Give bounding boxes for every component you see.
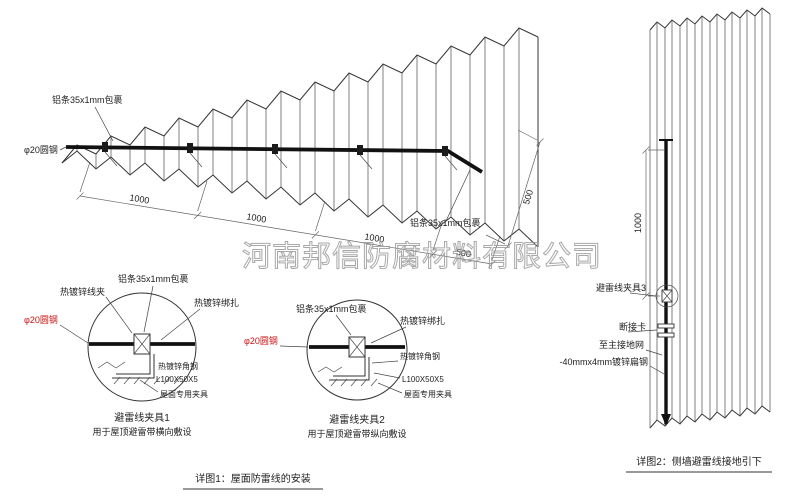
wall-label-clamp3: 避雷线夹具3 xyxy=(596,282,646,293)
detail1-leader-binding xyxy=(160,308,201,341)
detail2-roof-profile xyxy=(317,366,343,373)
detail2-leader-binding xyxy=(370,326,407,344)
wall-drawing: 1000 避雷线夹具3 断接卡 至主接地网 -40mmx4mm镀锌扁钢 xyxy=(559,7,771,429)
dimension-ticks xyxy=(485,129,544,250)
detail2-leader-angle-steel xyxy=(371,360,399,364)
detail-circle-2: 铝条35x1mm包裹 热镀锌绑扎 φ20圆钢 热镀锌角钢 L100X50X5 屋… xyxy=(244,299,452,439)
disconnect-card-plate-top xyxy=(657,323,675,329)
detail2-leader-roof-clamp xyxy=(377,382,403,394)
wire-clamp xyxy=(187,143,193,153)
detail1-leader-roof-clamp xyxy=(139,379,159,393)
detail2-label-round-steel: φ20圆钢 xyxy=(244,335,278,346)
wall-leader-flat-steel xyxy=(649,365,665,375)
detail1-label-angle-spec: L100X50X5 xyxy=(156,375,198,384)
detail1-label-roof-clamp: 屋面专用夹具 xyxy=(160,389,208,399)
detail2-label-roof-clamp: 屋面专用夹具 xyxy=(404,389,452,399)
label-al-strip-top: 铝条35x1mm包裹 xyxy=(52,94,123,105)
dim-1000-a: 1000 xyxy=(129,192,150,205)
dim-1000-c: 1000 xyxy=(364,231,385,244)
detail-circle-1: 热镀锌线夹 铝条35x1mm包裹 热镀锌绑扎 φ20圆钢 热镀锌角钢 L100X… xyxy=(24,273,239,437)
company-watermark: 河南邦信防腐材料有限公司 xyxy=(242,240,602,273)
wall-dim-1000: 1000 xyxy=(633,213,643,233)
dim-500-right: 500 xyxy=(521,188,535,205)
dimension-line-right: 500 xyxy=(485,129,544,250)
leader-al-strip-right xyxy=(445,169,471,222)
detail1-leader-wire-clip xyxy=(105,296,133,334)
detail1-angle-steel xyxy=(112,354,155,379)
leader-al-strip-top xyxy=(94,106,114,142)
detail1-title: 避雷线夹具1 xyxy=(114,411,170,424)
dimension-extension-lines xyxy=(79,161,501,261)
detail2-hatch xyxy=(330,378,378,387)
wall-leader-to-ground xyxy=(645,349,663,356)
detail2-label-al-strip: 铝条35x1mm包裹 xyxy=(296,303,367,314)
detail2-label-angle-spec: L100X50X5 xyxy=(402,375,444,384)
detail2-leader-round-steel xyxy=(279,345,309,348)
dim-1000-b: 1000 xyxy=(246,211,267,224)
detail2-angle-steel xyxy=(329,357,370,381)
caption-fig1: 详图1：屋面防雷线的安装 xyxy=(195,472,311,485)
wall-label-flat-steel: -40mmx4mm镀锌扁钢 xyxy=(559,356,648,367)
label-al-strip-right: 铝条35x1mm包裹 xyxy=(410,217,481,228)
wall-leader-clamp3 xyxy=(629,292,657,297)
detail2-clamp-cross xyxy=(348,336,366,358)
wall-label-to-ground: 至主接地网 xyxy=(599,339,644,350)
detail1-label-round-steel: φ20圆钢 xyxy=(24,314,58,325)
leader-round-steel-roof xyxy=(59,146,67,151)
detail2-label-binding: 热镀锌绑扎 xyxy=(400,315,445,326)
dimension-main-line xyxy=(507,141,541,247)
detail1-roof-profile xyxy=(97,361,126,369)
detail1-circle xyxy=(87,292,197,402)
figure-captions: 详图1：屋面防雷线的安装 详图2：侧墙避雷线接地引下 xyxy=(183,455,772,490)
detail1-label-binding: 热镀锌绑扎 xyxy=(194,297,239,308)
wire-clamps xyxy=(102,142,448,156)
wire-clamp xyxy=(272,144,278,154)
wall-dimension: 1000 xyxy=(633,146,664,300)
dimension-ticks xyxy=(642,146,664,300)
disconnect-card-plate-bottom xyxy=(657,332,675,338)
detail2-leader-angle-spec xyxy=(373,372,401,379)
detail2-title: 避雷线夹具2 xyxy=(329,413,385,426)
detail2-subtitle: 用于屋顶避雷带纵向敷设 xyxy=(307,428,406,439)
roof-isometric-drawing: 1000 1000 1000 500 500 铝条35x1mm包裹 φ20圆钢 … xyxy=(24,27,544,268)
detail1-leader-al-strip xyxy=(143,285,154,333)
detail2-label-angle-steel: 热镀锌角钢 xyxy=(400,351,440,361)
detail1-label-al-strip: 铝条35x1mm包裹 xyxy=(118,273,189,284)
dimension-ticks xyxy=(76,192,496,268)
wall-label-disconnect: 断接卡 xyxy=(619,321,646,332)
detail1-clamp-cross xyxy=(133,333,151,355)
detail1-hatch xyxy=(113,376,181,385)
detail2-leader-al-strip xyxy=(335,314,352,336)
detail1-leader-round-steel xyxy=(59,324,89,344)
wire-clamp xyxy=(357,145,363,155)
wall-clamp3-cross xyxy=(661,289,673,303)
detail1-subtitle: 用于屋顶避雷带横向敷设 xyxy=(92,426,191,437)
detail1-label-angle-steel: 热镀锌角钢 xyxy=(158,361,198,371)
wire-clamp xyxy=(442,146,448,156)
ground-arrow xyxy=(661,414,671,426)
detail1-label-wire-clip: 热镀锌线夹 xyxy=(60,286,105,297)
wall-ribs xyxy=(649,8,771,428)
caption-fig2: 详图2：侧墙避雷线接地引下 xyxy=(636,455,762,468)
wire-clamp xyxy=(102,142,108,152)
clamp-supports xyxy=(104,151,458,171)
roof-sheet-ribs xyxy=(76,28,520,241)
detail2-circle xyxy=(306,299,408,401)
label-round-steel-roof: φ20圆钢 xyxy=(24,144,58,155)
dimension-main-line xyxy=(79,195,493,265)
dim-500-a: 500 xyxy=(455,247,471,259)
dimension-line-bottom: 1000 1000 1000 500 xyxy=(76,161,501,268)
wall-leader-disconnect xyxy=(627,329,658,333)
